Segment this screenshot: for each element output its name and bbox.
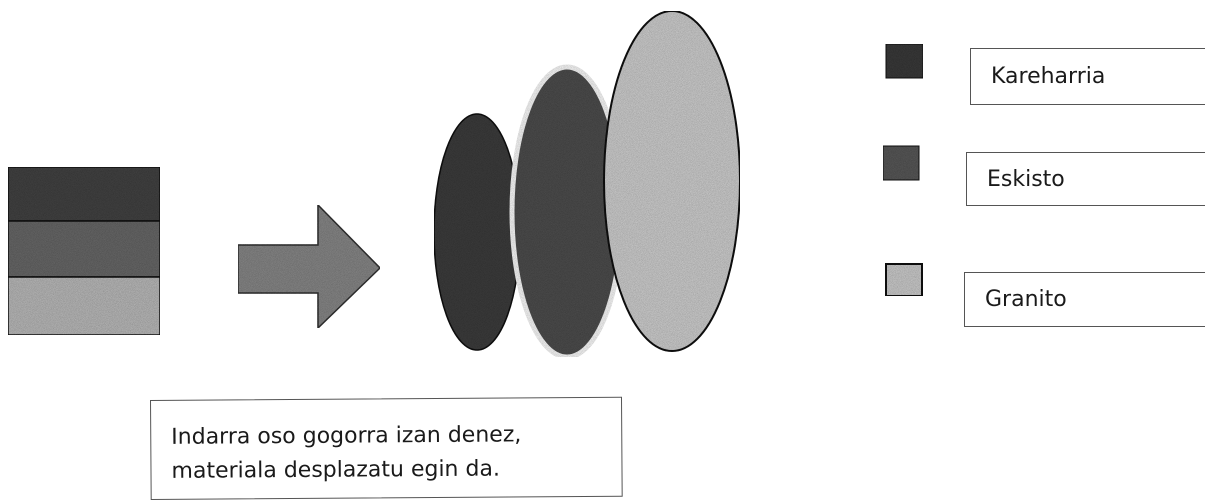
stratum-middle	[7, 220, 161, 278]
caption-box: Indarra oso gogorra izan denez, material…	[150, 396, 623, 500]
legend-text-kareharria: Kareharria	[991, 64, 1106, 89]
block-arrow	[237, 203, 382, 330]
legend-swatches	[882, 43, 924, 297]
stratum-top	[7, 166, 161, 222]
swatch-eskisto	[882, 145, 920, 181]
caption-line-1: Indarra oso gogorra izan denez,	[171, 422, 522, 450]
swatch-granito	[885, 263, 923, 297]
legend-text-eskisto: Eskisto	[987, 166, 1065, 192]
layer-ellipse-front	[603, 10, 741, 352]
stratum-bottom	[7, 276, 161, 336]
legend-text-granito: Granito	[985, 287, 1067, 312]
layer-ellipse-back	[433, 113, 521, 351]
geology-diagram	[7, 10, 924, 360]
legend-label-granito: Granito	[964, 272, 1205, 327]
displaced-layers	[433, 10, 741, 360]
rock-strata	[7, 166, 161, 336]
swatch-kareharria	[885, 43, 924, 79]
legend-label-eskisto: Eskisto	[966, 152, 1205, 206]
caption-line-2: materiala desplazatu egin da.	[171, 456, 500, 484]
legend-label-kareharria: Kareharria	[970, 48, 1205, 105]
